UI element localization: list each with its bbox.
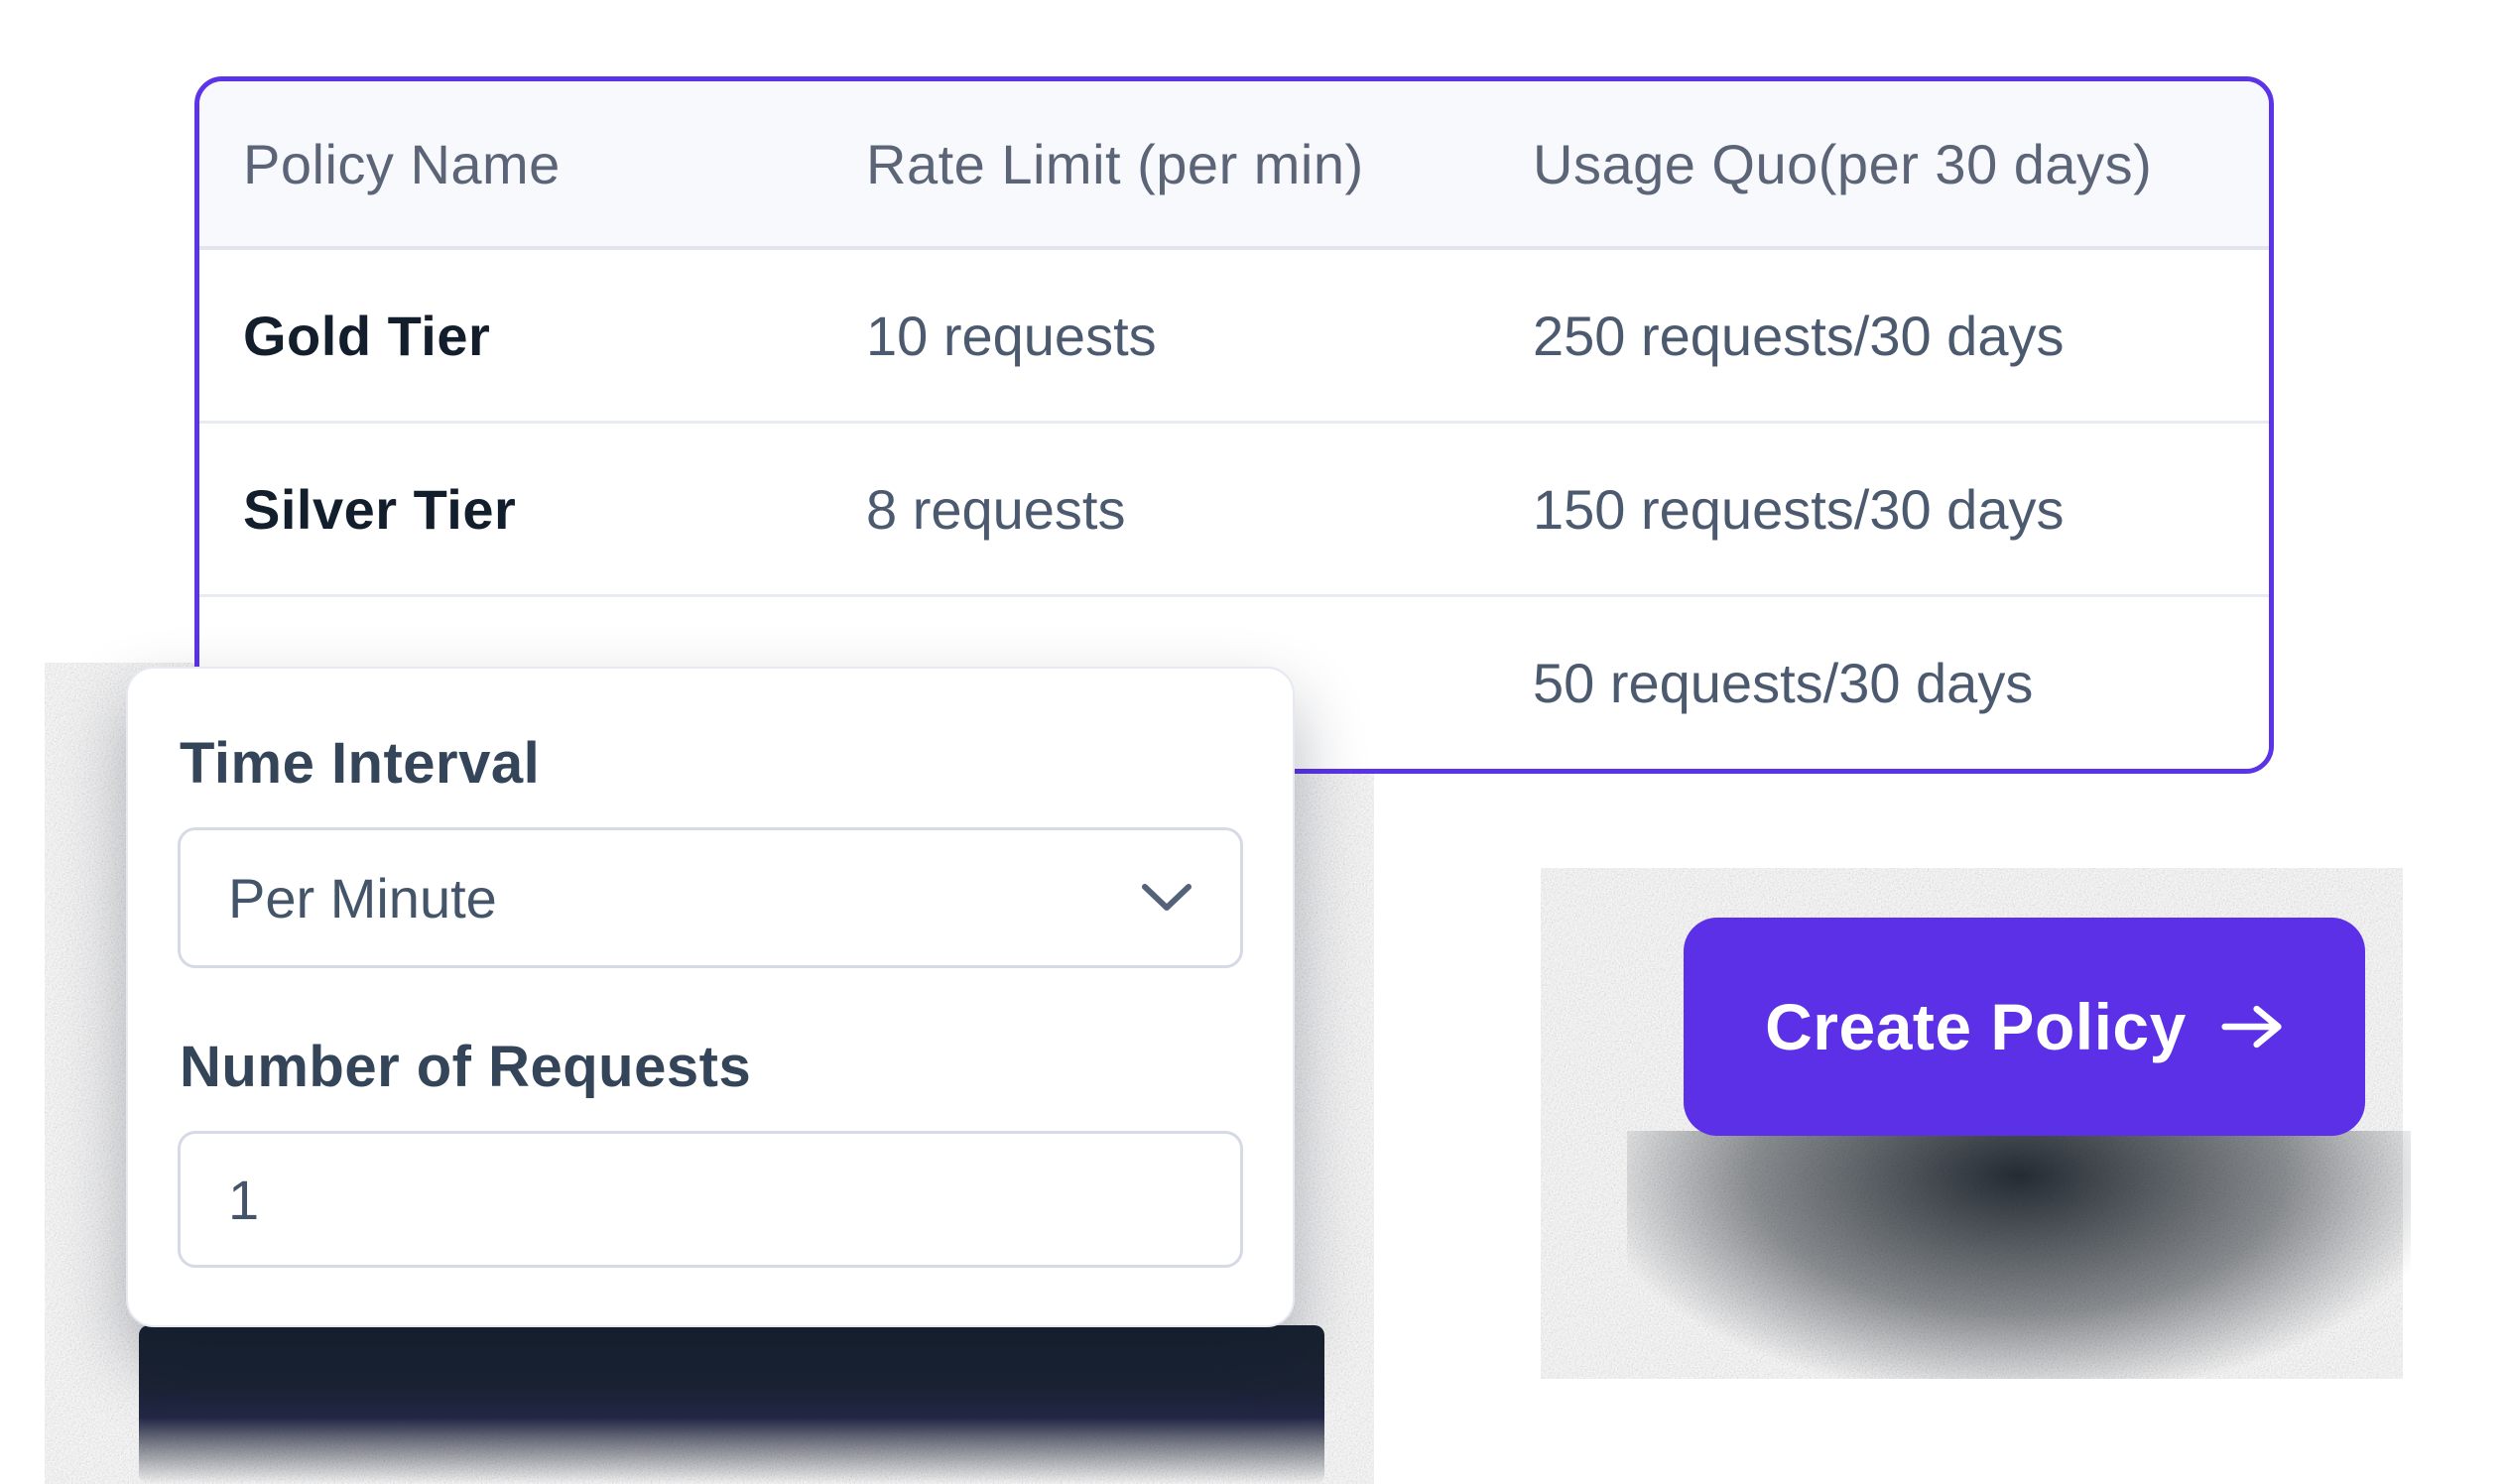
number-of-requests-label: Number of Requests	[180, 1035, 752, 1099]
policy-name-cell: Silver Tier	[243, 477, 517, 541]
usage-quota-cell: 150 requests/30 days	[1533, 477, 2065, 541]
policy-name-cell: Gold Tier	[243, 304, 491, 367]
create-policy-form-card: Time Interval Per Minute Number of Reque…	[126, 667, 1295, 1327]
create-policy-button-label: Create Policy	[1765, 990, 2187, 1063]
usage-quota-cell: 50 requests/30 days	[1533, 652, 2034, 714]
create-policy-button[interactable]: Create Policy	[1684, 918, 2365, 1136]
button-drop-shadow	[1627, 1131, 2411, 1379]
table-row: Silver Tier 8 requests 150 requests/30 d…	[199, 424, 2269, 597]
column-header-policy-name: Policy Name	[243, 132, 561, 195]
usage-quota-cell: 250 requests/30 days	[1533, 304, 2065, 367]
rate-limit-cell: 10 requests	[866, 304, 1157, 367]
time-interval-selected-value: Per Minute	[228, 866, 497, 929]
column-header-usage-quota: Usage Quo(per 30 days)	[1533, 132, 2153, 195]
number-of-requests-input[interactable]	[178, 1131, 1243, 1268]
table-row: Gold Tier 10 requests 250 requests/30 da…	[199, 250, 2269, 424]
form-card-drop-shadow	[139, 1325, 1324, 1484]
time-interval-label: Time Interval	[180, 731, 541, 796]
table-header-row: Policy Name Rate Limit (per min) Usage Q…	[199, 81, 2269, 250]
column-header-rate-limit: Rate Limit (per min)	[866, 132, 1364, 195]
rate-limit-cell: 8 requests	[866, 477, 1126, 541]
arrow-right-icon	[2221, 1005, 2282, 1049]
chevron-down-icon	[1142, 884, 1191, 911]
rate-limit-policy-table: Policy Name Rate Limit (per min) Usage Q…	[194, 76, 2274, 774]
time-interval-select[interactable]: Per Minute	[178, 827, 1243, 968]
